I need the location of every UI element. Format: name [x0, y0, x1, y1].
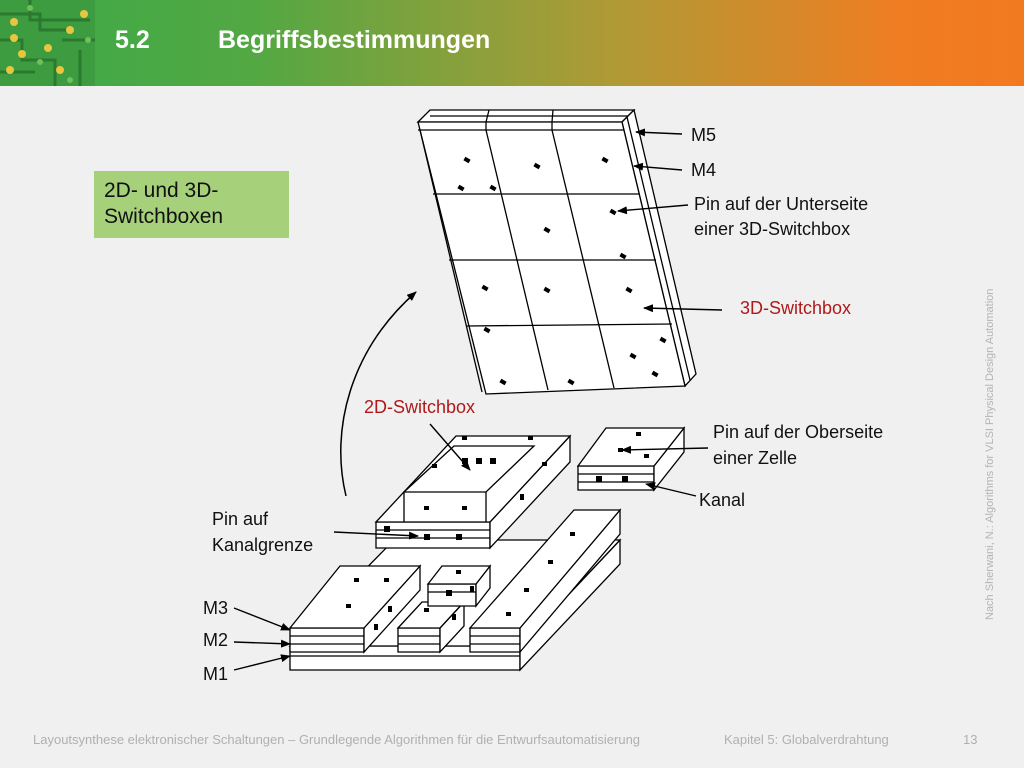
- page-number: 13: [963, 732, 978, 747]
- pin-markers: [346, 156, 667, 630]
- label-3d-switchbox: 3D-Switchbox: [740, 298, 852, 318]
- topic-box-line-2: Switchboxen: [104, 205, 224, 228]
- 3d-switchbox-stack: [416, 108, 697, 395]
- slide-title: Begriffsbestimmungen: [218, 26, 491, 54]
- callout-arrows: [233, 128, 723, 671]
- section-number: 5.2: [115, 26, 150, 54]
- footer-course: Layoutsynthese elektronischer Schaltunge…: [33, 732, 641, 747]
- label-m2: M2: [203, 630, 229, 650]
- label-pin-bottom-line-1: Pin auf der Unterseite: [694, 194, 869, 214]
- label-m1: M1: [203, 664, 229, 684]
- label-m5: M5: [691, 125, 717, 145]
- label-pin-top-line-2: einer Zelle: [713, 448, 798, 468]
- label-2d-switchbox: 2D-Switchbox: [364, 397, 476, 417]
- 2d-layer-stack: [288, 426, 686, 672]
- label-pin-channel-line-2: Kanalgrenze: [212, 535, 314, 555]
- label-pin-bottom-line-2: einer 3D-Switchbox: [694, 219, 851, 239]
- label-pin-top-line-1: Pin auf der Oberseite: [713, 422, 884, 442]
- label-m4: M4: [691, 160, 717, 180]
- circuit-board-decoration: [0, 0, 95, 86]
- topic-box-line-1: 2D- und 3D-: [104, 179, 219, 202]
- footer-chapter: Kapitel 5: Globalverdrahtung: [724, 732, 889, 747]
- lift-arrow: [340, 291, 417, 497]
- slide-header: 5.2 Begriffsbestimmungen: [0, 0, 1024, 86]
- label-m3: M3: [203, 598, 229, 618]
- label-pin-channel-line-1: Pin auf: [212, 509, 269, 529]
- label-channel: Kanal: [699, 490, 746, 510]
- source-note: Nach Sherwani, N.: Algorithms for VLSI P…: [984, 288, 996, 620]
- topic-box: 2D- und 3D- Switchboxen: [94, 171, 289, 238]
